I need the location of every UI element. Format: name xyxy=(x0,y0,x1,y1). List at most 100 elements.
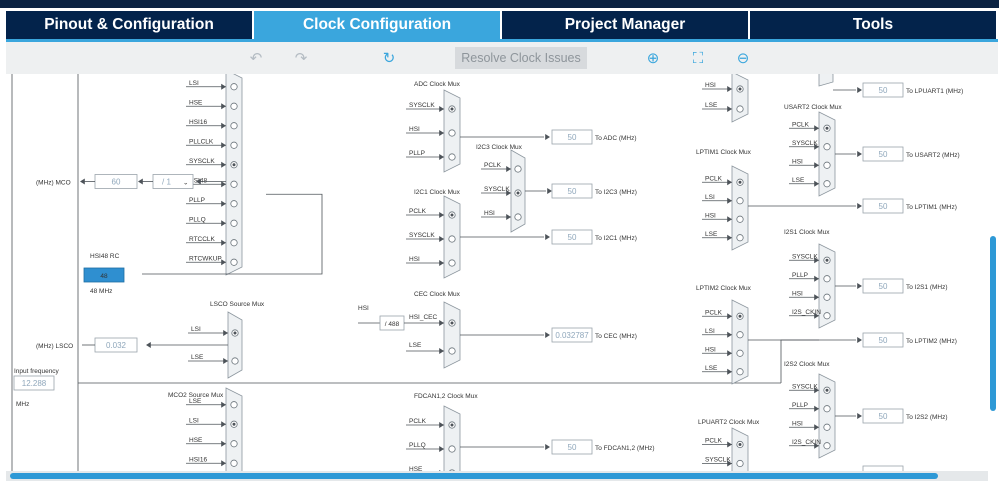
lptim2-clock-mux-radio[interactable] xyxy=(736,331,744,339)
i2s2-frequency-box[interactable] xyxy=(862,408,904,424)
vertical-scroll-thumb[interactable] xyxy=(990,236,996,411)
mco-input-label: SYSCLK xyxy=(189,158,215,165)
mco-source-mux-radio[interactable] xyxy=(230,122,238,130)
adc-clock-mux-radio[interactable] xyxy=(448,153,456,161)
fdcan-frequency-box[interactable] xyxy=(551,439,593,455)
clock-tree-canvas[interactable]: LSIHSEHSI16PLLCLKSYSCLKHSI48PLLPPLLQRTCC… xyxy=(6,74,988,475)
lpuart2-clock-mux[interactable] xyxy=(731,427,749,475)
lptim2-clock-mux-radio[interactable] xyxy=(736,349,744,357)
i2c1-frequency-box[interactable] xyxy=(551,229,593,245)
mco-source-mux-radio[interactable] xyxy=(230,200,238,208)
i2s1-clock-mux-radio[interactable] xyxy=(823,275,831,283)
i2c3-frequency-box[interactable] xyxy=(551,183,593,199)
lptim1-clock-mux-radio[interactable] xyxy=(736,215,744,223)
lptim1-clock-mux-radio[interactable] xyxy=(736,197,744,205)
lptim2-clock-mux-radio[interactable] xyxy=(736,368,744,376)
fdcan-clock-mux-radio[interactable] xyxy=(448,445,456,453)
tab-project-manager[interactable]: Project Manager xyxy=(502,11,750,39)
resolve-clock-issues-button[interactable]: Resolve Clock Issues xyxy=(455,47,587,69)
usart2-clock-mux-radio[interactable] xyxy=(823,180,831,188)
mco2-source-mux-radio[interactable] xyxy=(230,459,238,467)
cec-clock-mux[interactable] xyxy=(443,301,461,369)
fdcan-clock-mux-radio-selected xyxy=(450,423,454,427)
usart2-frequency-box[interactable] xyxy=(862,146,904,162)
mco2-source-mux[interactable] xyxy=(225,387,243,475)
i2c3-clock-mux-radio[interactable] xyxy=(514,213,522,221)
i2c1-input-label: SYSCLK xyxy=(409,232,435,239)
cec-clock-mux-radio[interactable] xyxy=(448,347,456,355)
cec-input-label: HSI_CEC xyxy=(409,314,437,321)
mco2-source-mux-radio[interactable] xyxy=(230,401,238,409)
i2s-bus-line xyxy=(780,339,819,383)
lsco-source-mux-radio[interactable] xyxy=(231,357,239,365)
adc-input-label: PLLP xyxy=(409,150,425,157)
i2s1-clock-mux-radio[interactable] xyxy=(823,293,831,301)
lptim1-input-label: LSI xyxy=(705,194,715,201)
lptim1-clock-mux-radio[interactable] xyxy=(736,234,744,242)
usart2-output-arrow xyxy=(857,151,862,157)
usart2-clock-mux-radio[interactable] xyxy=(823,143,831,151)
redo-icon[interactable]: ↷ xyxy=(294,50,308,67)
vertical-scrollbar[interactable] xyxy=(988,74,998,475)
i2s1-clock-mux-radio[interactable] xyxy=(823,312,831,320)
adc-input-arrow xyxy=(439,130,444,136)
cec-div-arrow xyxy=(439,320,444,326)
mco-divider-value: / 1 xyxy=(162,178,171,187)
mco2-input-arrow xyxy=(221,421,226,428)
mco-source-mux-radio[interactable] xyxy=(230,219,238,227)
adc-clock-mux-radio[interactable] xyxy=(448,129,456,137)
tab-clock-configuration[interactable]: Clock Configuration xyxy=(254,11,502,39)
lptim1-frequency-box[interactable] xyxy=(862,198,904,214)
mco-source-mux-radio[interactable] xyxy=(230,258,238,266)
usart2-clock-mux-radio-selected xyxy=(825,126,829,130)
i2c3-title: I2C3 Clock Mux xyxy=(476,144,523,151)
lpuart1-clock-mux-radio-selected xyxy=(738,87,742,91)
i2s2-clock-mux-radio[interactable] xyxy=(823,423,831,431)
lpuart1-clock-mux-radio[interactable] xyxy=(736,105,744,113)
lsco-source-mux-radio-selected xyxy=(233,331,237,335)
input-frequency-box[interactable] xyxy=(13,375,55,391)
usart2-clock-mux[interactable] xyxy=(818,111,836,197)
lpuart1-clock-mux[interactable] xyxy=(731,74,749,123)
horizontal-scrollbar[interactable] xyxy=(6,471,988,481)
i2c1-clock-mux-radio[interactable] xyxy=(448,235,456,243)
undo-icon[interactable]: ↶ xyxy=(249,50,263,67)
mco-input-arrow xyxy=(221,200,226,207)
lpuart2-clock-mux-radio[interactable] xyxy=(736,459,744,468)
refresh-icon[interactable]: ↻ xyxy=(382,50,396,67)
lptim2-clock-mux[interactable] xyxy=(731,299,749,385)
fdcan-clock-mux[interactable] xyxy=(443,405,461,475)
cec-hsi-label: HSI xyxy=(358,305,369,312)
lpuart1-frequency-box[interactable] xyxy=(862,82,904,98)
mco-source-mux-radio[interactable] xyxy=(230,83,238,91)
mco-source-mux-radio[interactable] xyxy=(230,239,238,247)
mco2-source-mux-radio[interactable] xyxy=(230,440,238,448)
lptim1-clock-mux[interactable] xyxy=(731,165,749,251)
adc-frequency-box[interactable] xyxy=(551,129,593,145)
horizontal-scroll-thumb[interactable] xyxy=(10,473,938,479)
usart2-clock-mux-radio[interactable] xyxy=(823,161,831,169)
i2s1-clock-mux[interactable] xyxy=(818,243,836,329)
i2s2-clock-mux-radio[interactable] xyxy=(823,442,831,450)
i2s2-clock-mux[interactable] xyxy=(818,373,836,459)
cec-frequency-box[interactable] xyxy=(551,327,593,343)
cec-out-label: To CEC (MHz) xyxy=(595,333,637,340)
tab-tools[interactable]: Tools xyxy=(750,11,998,39)
lsco-source-mux[interactable] xyxy=(227,311,243,379)
zoom-out-icon[interactable]: ⊖ xyxy=(736,50,750,67)
mco-source-mux-radio-selected xyxy=(232,163,236,167)
i2s1-frequency-box[interactable] xyxy=(862,278,904,294)
mco-source-mux-radio[interactable] xyxy=(230,180,238,188)
fit-to-screen-icon[interactable]: ⛶ xyxy=(692,49,704,67)
mco-source-mux-radio[interactable] xyxy=(230,102,238,110)
adc-title: ADC Clock Mux xyxy=(414,81,461,88)
i2s2-clock-mux-radio[interactable] xyxy=(823,405,831,413)
hsi48-rc-box[interactable] xyxy=(83,267,125,283)
mco-source-mux-radio[interactable] xyxy=(230,141,238,149)
i2c3-clock-mux-radio[interactable] xyxy=(514,165,522,173)
mco-source-mux[interactable] xyxy=(225,74,243,276)
tab-pinout-configuration[interactable]: Pinout & Configuration xyxy=(6,11,254,39)
lptim2-frequency-box[interactable] xyxy=(862,332,904,348)
i2c1-clock-mux-radio[interactable] xyxy=(448,259,456,267)
zoom-in-icon[interactable]: ⊕ xyxy=(646,50,660,67)
